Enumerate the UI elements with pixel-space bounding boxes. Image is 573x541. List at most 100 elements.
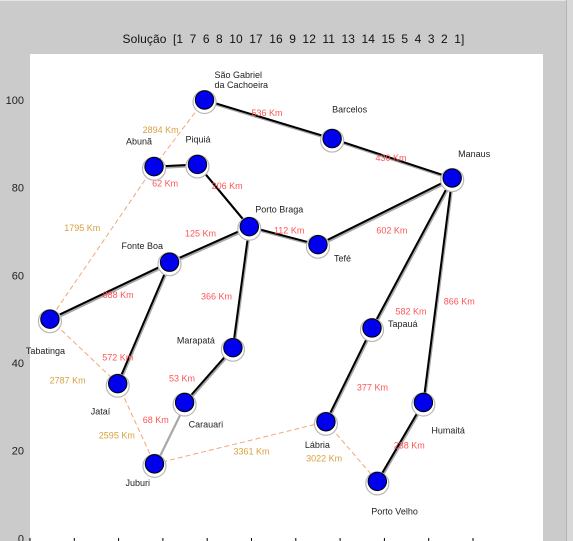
city-node (362, 318, 382, 338)
city-label: Tefé (334, 254, 351, 264)
distance-label: 2595 Km (99, 430, 135, 440)
city-node (108, 373, 128, 394)
distance-label: 377 Km (357, 383, 388, 393)
y-tick-label: 40 (12, 358, 24, 370)
road-edge (205, 100, 334, 142)
y-tick-label: 20 (12, 446, 24, 458)
city-node (144, 454, 165, 474)
city-label-line: Jataí (91, 407, 111, 417)
city-label-line: Porto Braga (255, 205, 303, 215)
city-label: Jataí (91, 407, 111, 417)
alternate-edge (154, 421, 327, 465)
alternate-edge (49, 166, 155, 320)
y-tick-label: 80 (12, 183, 24, 195)
road-edge (117, 263, 172, 386)
city-node (223, 337, 243, 358)
city-label-line: Tabatinga (26, 346, 65, 356)
axes: 0 20 40 60 80 100 (6, 95, 474, 541)
city-label: Fonte Boa (122, 241, 164, 251)
city-label-line: Fonte Boa (122, 241, 164, 251)
distance-label: 430 Km (376, 153, 407, 163)
route-edge (331, 137, 453, 179)
city-node (413, 392, 434, 413)
city-node (174, 392, 195, 413)
distance-label: 62 Km (152, 178, 178, 188)
city-node (194, 90, 215, 110)
window-top-border (0, 0, 573, 1)
road-edge (423, 179, 455, 405)
distance-label: 238 Km (394, 440, 425, 450)
y-tick-label: 60 (12, 270, 24, 282)
road-edge (372, 179, 455, 330)
distance-label: 582 Km (395, 306, 426, 316)
city-label-line: da Cachoeira (215, 80, 269, 90)
distance-label: 602 Km (376, 226, 407, 236)
city-node (308, 234, 328, 255)
distance-label: 53 Km (169, 373, 195, 383)
city-label-line: Humaitá (431, 425, 465, 435)
city-label: Humaitá (431, 425, 465, 435)
city-label-line: São Gabriel (215, 70, 263, 80)
city-label: Marapatá (177, 336, 215, 346)
road-edge (50, 262, 172, 322)
alternate-edge (325, 421, 378, 482)
distance-label: 572 Km (102, 352, 133, 362)
city-label-line: Carauari (189, 419, 224, 429)
city-label-line: Manaus (458, 149, 491, 159)
y-tick-label: 0 (18, 533, 24, 541)
city-nodes (37, 89, 465, 496)
city-node (187, 154, 208, 175)
distance-label: 3361 Km (233, 447, 269, 457)
distance-label: 2787 Km (50, 376, 86, 386)
alternate-edge (153, 99, 205, 167)
city-label-line: Tefé (334, 254, 351, 264)
y-tick-label: 100 (6, 95, 24, 107)
city-label: Lábria (305, 440, 330, 450)
city-label-line: Piquiá (185, 134, 210, 144)
city-label: Juburi (125, 478, 150, 488)
distance-label: 888 Km (103, 290, 134, 300)
city-label: Piquiá (185, 134, 210, 144)
road-edge (325, 328, 374, 424)
window-right-edge (566, 0, 573, 541)
city-label: Manaus (458, 149, 491, 159)
distance-label: 366 Km (201, 291, 232, 301)
road-edge (232, 228, 252, 350)
route-edge (204, 99, 333, 140)
road-edge (170, 227, 251, 265)
distance-label: 536 Km (251, 108, 282, 118)
distance-label: 68 Km (143, 415, 169, 425)
distance-label: 206 Km (212, 181, 243, 191)
alternate-edge (117, 383, 155, 465)
city-node (239, 216, 259, 237)
route-edge (325, 327, 373, 423)
city-label-line: Lábria (305, 440, 330, 450)
city-label-line: Tapauá (388, 319, 418, 329)
distance-label: 112 Km (274, 226, 304, 236)
city-node (322, 128, 342, 149)
city-node (367, 471, 388, 492)
city-node (316, 412, 336, 432)
city-node (442, 168, 462, 188)
city-node (40, 309, 60, 329)
city-label-line: Juburi (125, 478, 150, 488)
route-edge (371, 177, 454, 329)
city-label: Abunã (126, 137, 152, 147)
distance-label: 125 Km (185, 229, 216, 239)
city-label-line: Barcelos (332, 105, 368, 115)
road-edge (318, 178, 454, 248)
road-edge (377, 403, 426, 484)
city-label: Porto Braga (255, 205, 303, 215)
road-edge (332, 139, 454, 181)
city-label: Barcelos (332, 105, 368, 115)
alternate-edges (49, 99, 378, 482)
route-edge (231, 226, 251, 348)
city-label: Tabatinga (26, 346, 65, 356)
city-label-line: Abunã (126, 137, 152, 147)
route-edge (116, 261, 171, 385)
city-label: Tapauá (388, 319, 418, 329)
